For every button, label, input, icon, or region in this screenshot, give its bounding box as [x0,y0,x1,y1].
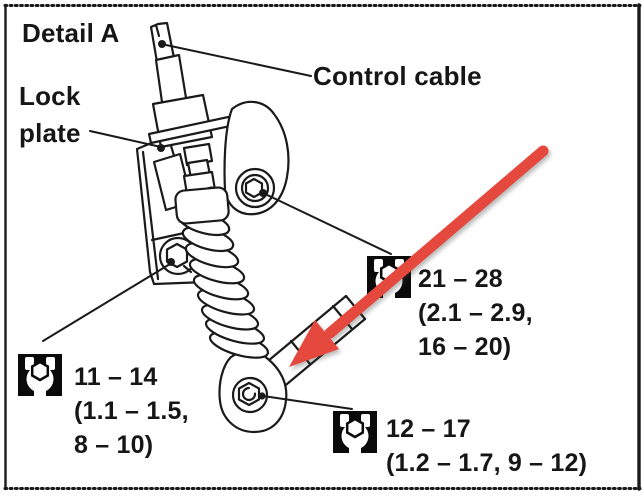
torque-spec-upper: 21 – 28 (2.1 – 2.9, 16 – 20) [418,262,533,364]
leader-control-cable [165,44,312,77]
leader-lock-plate-bolt [42,263,171,342]
leader-upper-bolt [262,192,392,255]
leader-lower-joint [262,395,353,410]
torque-wrench-icon [18,354,62,396]
leader-lock-plate [89,130,162,148]
torque-spec-lower-joint: 12 – 17 (1.2 – 1.7, 9 – 12) [386,412,587,480]
control-cable-label: Control cable [313,61,482,91]
torque-lower-line2: (1.2 – 1.7, 9 – 12) [386,449,588,477]
torque-upper-line3: 16 – 20) [418,333,512,361]
lock-plate-label: Lock plate [19,78,81,152]
callout-dots [157,40,267,400]
lock-plate-label-line1: Lock [19,81,81,111]
torque-spec-lock-plate: 11 – 14 (1.1 – 1.5, 8 – 10) [74,360,189,462]
frame-border [3,3,642,491]
torque-wrench-icon [333,411,377,453]
lock-plate-label-line2: plate [19,118,81,148]
upper-bolt-boss [234,167,276,209]
torque-lock-line1: 11 – 14 [74,363,158,391]
torque-wrench-icon [367,256,411,298]
torque-upper-line1: 21 – 28 [418,265,503,293]
torque-lower-line1: 12 – 17 [386,415,471,443]
torque-lock-line3: 8 – 10) [74,431,154,459]
torque-upper-line2: (2.1 – 2.9, [418,299,533,327]
detail-title: Detail A [22,18,120,48]
torque-lock-line2: (1.1 – 1.5, [74,397,189,425]
boot-bellows-shape [174,186,270,359]
